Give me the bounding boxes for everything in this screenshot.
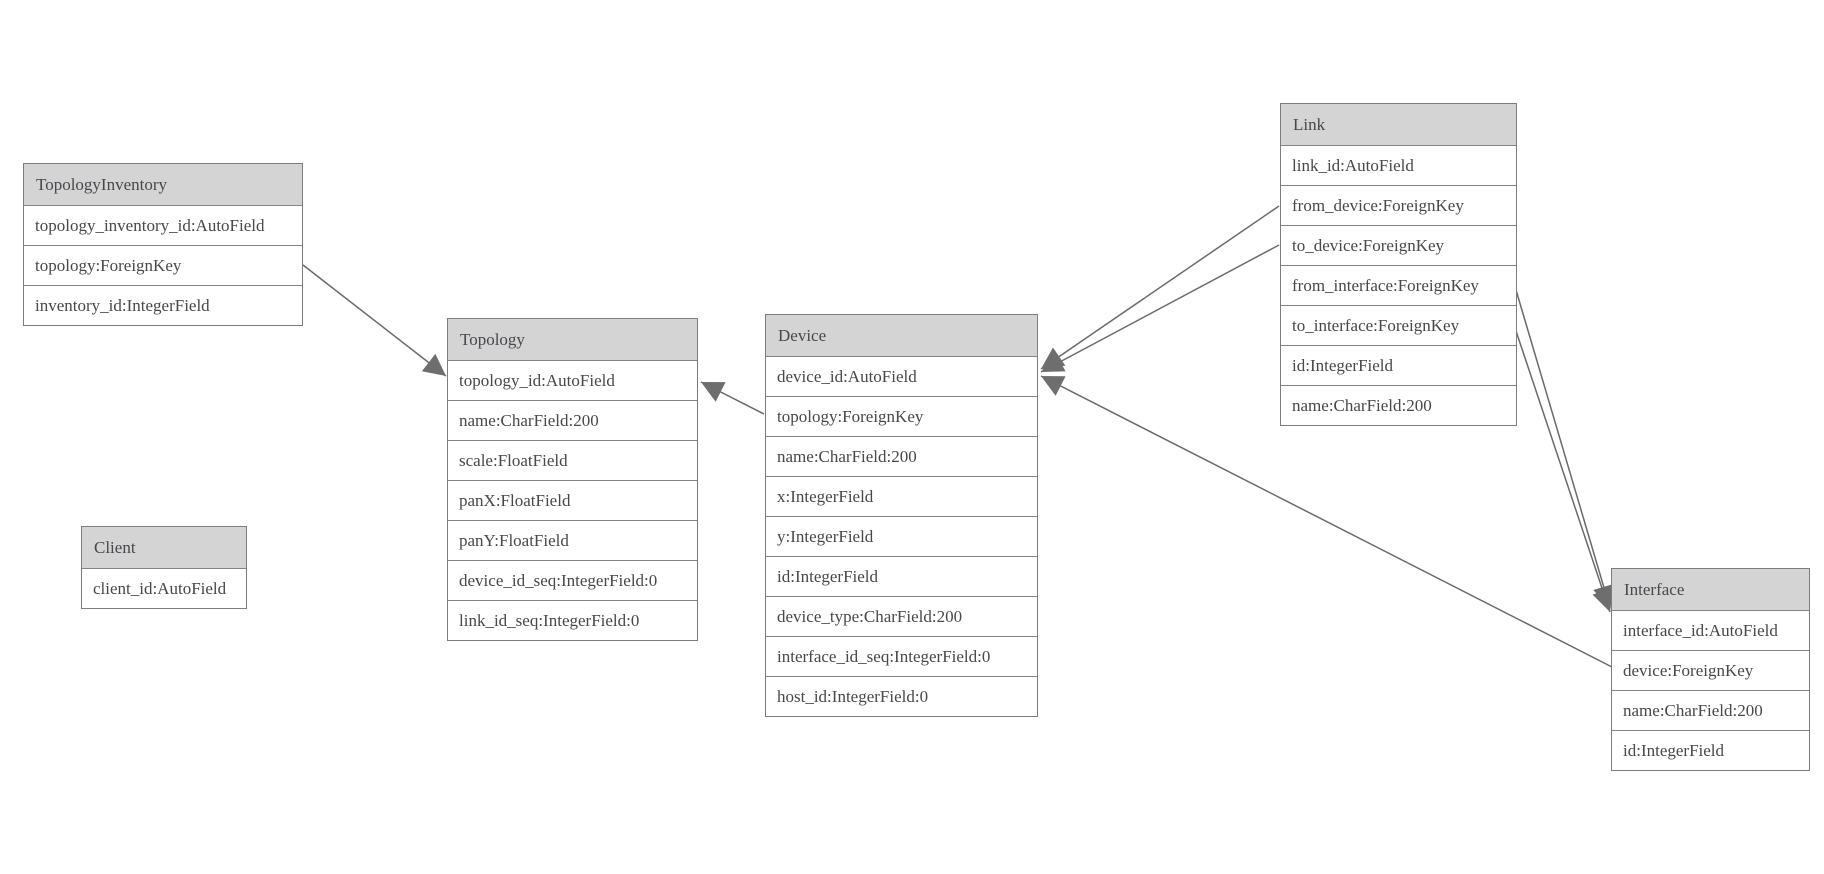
field-row: from_interface:ForeignKey — [1281, 265, 1516, 305]
field-row: x:IntegerField — [766, 476, 1037, 516]
entity-title: Interface — [1612, 569, 1809, 610]
field-row: id:IntegerField — [1612, 730, 1809, 770]
field-row: to_interface:ForeignKey — [1281, 305, 1516, 345]
field-row: name:CharField:200 — [448, 400, 697, 440]
entity-title: Client — [82, 527, 246, 568]
relation-link-from-interface-to-interface — [1515, 289, 1615, 609]
field-row: topology_id:AutoField — [448, 360, 697, 400]
field-row: device_id:AutoField — [766, 356, 1037, 396]
field-row: name:CharField:200 — [1612, 690, 1809, 730]
relation-topologyinventory-topology-to-topology — [302, 264, 447, 377]
field-row: client_id:AutoField — [82, 568, 246, 608]
entity-title: TopologyInventory — [24, 164, 302, 205]
field-row: id:IntegerField — [1281, 345, 1516, 385]
relation-device-topology-to-topology — [700, 381, 765, 415]
field-row: scale:FloatField — [448, 440, 697, 480]
field-row: topology:ForeignKey — [24, 245, 302, 285]
field-row: device_id_seq:IntegerField:0 — [448, 560, 697, 600]
field-row: inventory_id:IntegerField — [24, 285, 302, 325]
entity-title: Device — [766, 315, 1037, 356]
field-row: link_id_seq:IntegerField:0 — [448, 600, 697, 640]
field-row: interface_id:AutoField — [1612, 610, 1809, 650]
field-row: link_id:AutoField — [1281, 145, 1516, 185]
field-row: interface_id_seq:IntegerField:0 — [766, 636, 1037, 676]
field-row: y:IntegerField — [766, 516, 1037, 556]
field-row: to_device:ForeignKey — [1281, 225, 1516, 265]
field-row: name:CharField:200 — [1281, 385, 1516, 425]
field-row: device:ForeignKey — [1612, 650, 1809, 690]
field-row: device_type:CharField:200 — [766, 596, 1037, 636]
entity-title: Link — [1281, 104, 1516, 145]
field-row: topology:ForeignKey — [766, 396, 1037, 436]
relation-link-to-interface-to-interface — [1515, 330, 1614, 613]
field-row: id:IntegerField — [766, 556, 1037, 596]
field-row: name:CharField:200 — [766, 436, 1037, 476]
field-row: panX:FloatField — [448, 480, 697, 520]
entity-title: Topology — [448, 319, 697, 360]
field-row: from_device:ForeignKey — [1281, 185, 1516, 225]
field-row: topology_inventory_id:AutoField — [24, 205, 302, 245]
field-row: host_id:IntegerField:0 — [766, 676, 1037, 716]
relation-link-to-device-to-device — [1040, 244, 1280, 373]
relation-link-from-device-to-device — [1040, 205, 1280, 370]
field-row: panY:FloatField — [448, 520, 697, 560]
